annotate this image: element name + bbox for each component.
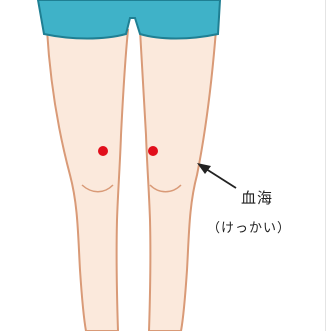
pointer-arrow — [197, 163, 236, 188]
frame-border — [325, 0, 326, 331]
left-leg — [47, 30, 128, 331]
shorts — [38, 0, 220, 39]
acupoint-dot-right — [148, 146, 158, 156]
acupoint-reading: （けっかい） — [207, 217, 291, 236]
acupoint-dot-left — [98, 146, 108, 156]
right-leg — [140, 30, 216, 331]
acupoint-name: 血海 — [241, 187, 273, 208]
